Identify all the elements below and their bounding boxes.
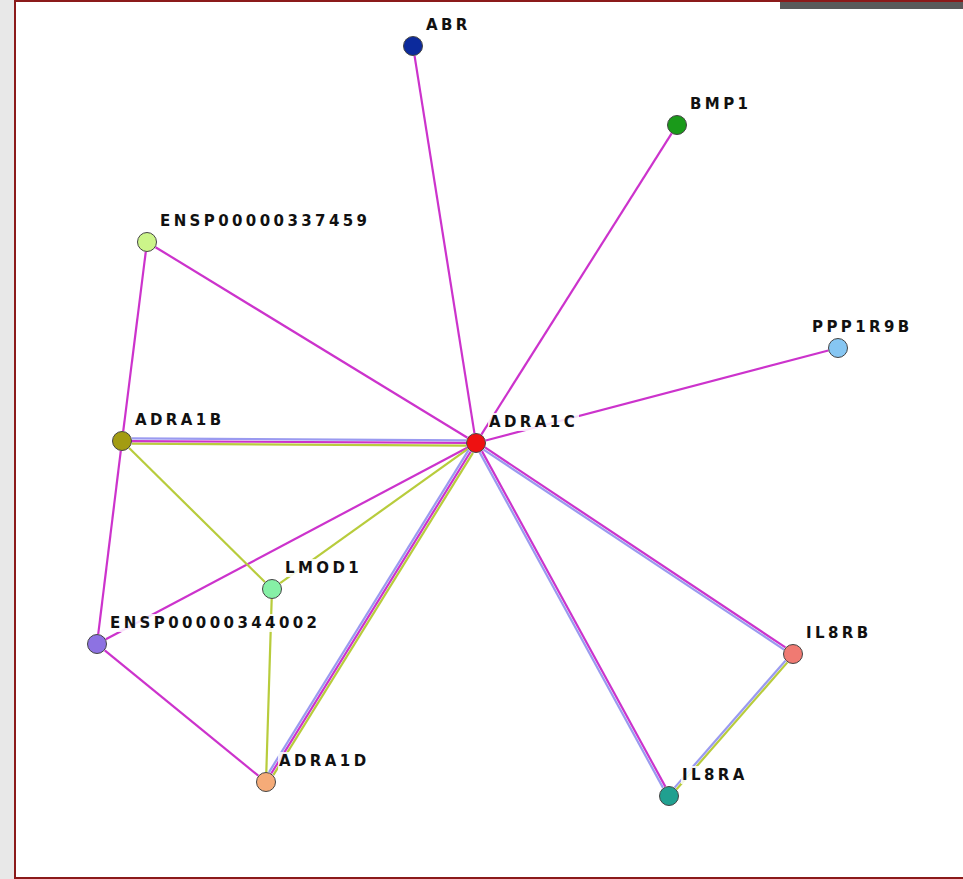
interaction-edge <box>415 56 475 433</box>
interaction-edge <box>484 447 786 649</box>
evidence-strand <box>132 444 466 446</box>
evidence-strand <box>481 133 671 434</box>
node-label: BMP1 <box>689 95 752 113</box>
node-label: ADRA1B <box>134 411 226 429</box>
interaction-edge <box>486 351 829 441</box>
node-label: ADRA1C <box>488 413 579 431</box>
node-label: IL8RA <box>681 766 749 784</box>
evidence-strand <box>123 252 146 431</box>
node-label: ENSP00000344002 <box>109 614 321 632</box>
frame-border <box>15 1 963 878</box>
interaction-edge <box>129 448 265 582</box>
interaction-edge <box>269 450 473 775</box>
evidence-strand <box>480 452 663 787</box>
protein-node: ENSP00000337459 <box>137 232 157 252</box>
node-label: PPP1R9B <box>811 318 914 336</box>
protein-node: ADRA1C <box>466 433 486 453</box>
evidence-strand <box>415 56 475 433</box>
evidence-strand <box>482 451 665 786</box>
evidence-strand <box>484 450 784 650</box>
node-label: ABR <box>425 16 472 34</box>
protein-node: LMOD1 <box>262 579 282 599</box>
protein-node: IL8RB <box>783 644 803 664</box>
node-label: ADRA1D <box>278 752 371 770</box>
protein-node: IL8RA <box>659 786 679 806</box>
interaction-edge <box>98 451 121 634</box>
interaction-edge <box>280 449 468 583</box>
evidence-strand <box>280 449 468 583</box>
evidence-strand <box>132 441 466 443</box>
evidence-strand <box>269 450 468 772</box>
evidence-strand <box>677 662 788 789</box>
evidence-strand <box>132 438 466 440</box>
evidence-strand <box>486 351 829 441</box>
side-strip <box>0 0 14 879</box>
evidence-strand <box>156 247 468 438</box>
protein-node: ADRA1B <box>112 431 132 451</box>
protein-node: ABR <box>403 36 423 56</box>
interaction-edge <box>123 252 146 431</box>
evidence-strand <box>98 451 121 634</box>
interaction-edge <box>132 438 466 445</box>
evidence-strand <box>485 447 785 647</box>
interaction-edge <box>481 133 671 434</box>
node-label: ENSP00000337459 <box>159 212 371 230</box>
protein-node: ADRA1D <box>256 772 276 792</box>
node-label: IL8RB <box>805 624 873 642</box>
evidence-strand <box>129 448 265 582</box>
evidence-strand <box>271 452 470 774</box>
protein-node: ENSP00000344002 <box>87 634 107 654</box>
interaction-edge <box>156 247 468 438</box>
protein-node: PPP1R9B <box>828 338 848 358</box>
evidence-strand <box>675 661 786 788</box>
interaction-edge <box>675 661 788 790</box>
node-label: LMOD1 <box>284 559 363 577</box>
interaction-edge <box>105 650 259 775</box>
interaction-edge <box>480 451 666 788</box>
evidence-strand <box>105 650 259 775</box>
protein-node: BMP1 <box>667 115 687 135</box>
